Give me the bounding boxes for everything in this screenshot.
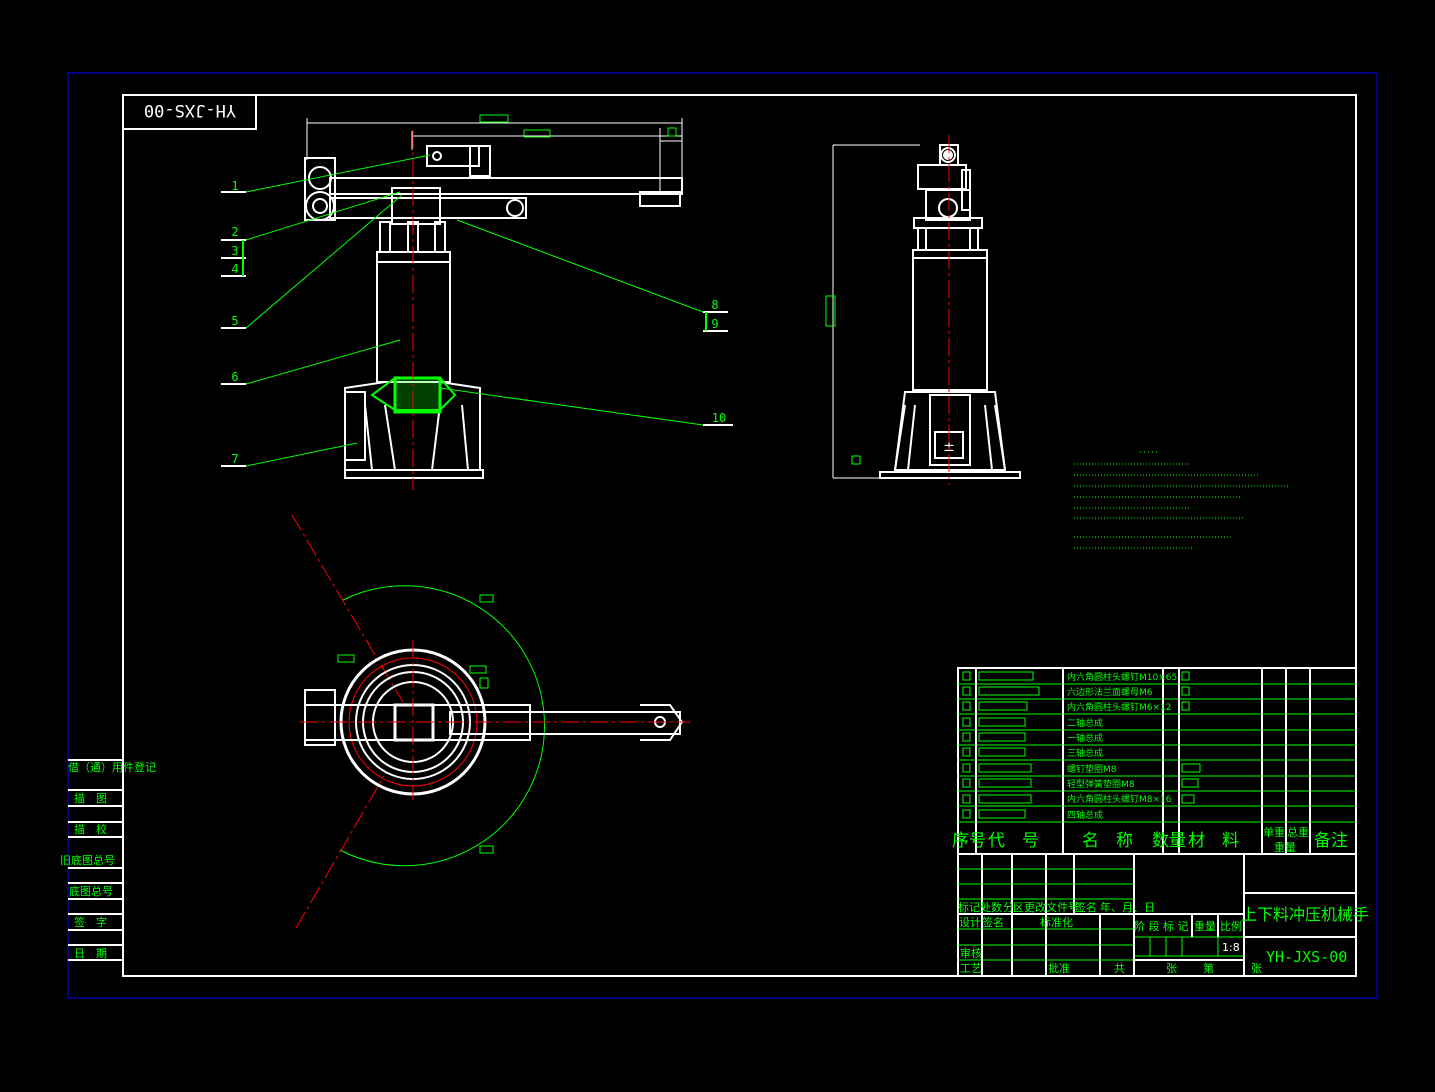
- balloon-8: 8: [711, 298, 718, 312]
- tb-sheet-no: 第: [1203, 961, 1214, 975]
- bom-header-seq: 序号: [952, 831, 986, 851]
- bom-row-2-name: 六边形法兰面螺母M6: [1067, 686, 1153, 698]
- tb-approve: 批准: [1048, 961, 1070, 975]
- tb-sign: 签名: [1075, 900, 1097, 914]
- balloon-numbers: 1 2 3 4 5 6 7 8 9 10: [231, 179, 726, 466]
- bom-header-weight: 重量: [1274, 840, 1296, 854]
- tb-craft: 工艺: [960, 962, 982, 975]
- title-block: 标记 处数 分 区更改文件号 签名 年、月、日 设计 签名 标准化 审核 工艺 …: [957, 853, 1369, 977]
- strip-base-no: 底图总号: [69, 884, 113, 898]
- balloon-7: 7: [231, 452, 238, 466]
- mirrored-drawing-no-box: YH-JXS-00: [122, 94, 257, 130]
- tb-weight: 重量: [1194, 919, 1216, 933]
- strip-signature: 签 字: [74, 915, 107, 929]
- balloon-5: 5: [231, 314, 238, 328]
- top-view: [291, 514, 690, 929]
- inner-border: [122, 94, 1357, 977]
- side-registry-strip: 借（通）用件登记 描 图 描 校 旧底图总号 底图总号 签 字 日 期: [60, 759, 156, 961]
- balloon-9: 9: [711, 317, 718, 331]
- mirrored-drawing-no: YH-JXS-00: [144, 100, 236, 120]
- strip-date: 日 期: [74, 947, 107, 960]
- leader-lines: [245, 154, 704, 467]
- balloon-2: 2: [231, 225, 238, 239]
- tb-count: 处数: [980, 901, 1002, 914]
- bom-header-name: 名 称: [1082, 831, 1133, 851]
- bom-row-1-name: 内六角圆柱头螺钉M10×65: [1067, 671, 1177, 683]
- bom-header-material: 材 料: [1188, 831, 1239, 851]
- tb-design-sig: 签名: [982, 915, 1004, 929]
- tb-standardize: 标准化: [1040, 915, 1073, 929]
- front-view: [304, 114, 683, 490]
- bom-row-8-name: 轻型弹簧垫圈M8: [1067, 778, 1135, 790]
- balloon-3: 3: [231, 244, 238, 258]
- bom-header-unit-weight: 单重: [1263, 825, 1285, 839]
- tb-design: 设计: [959, 916, 981, 929]
- bom-row-4-name: 二轴总成: [1067, 717, 1103, 729]
- bom-row-10-name: 四轴总成: [1067, 809, 1103, 821]
- bom-row-9-name: 内六角圆柱头螺钉M8×16: [1067, 793, 1172, 805]
- tb-date: 年、月、日: [1100, 900, 1155, 914]
- bom-table: 内六角圆柱头螺钉M10×65 六边形法兰面螺母M6 内六角圆柱头螺钉M6×12 …: [952, 667, 1357, 855]
- bom-header-total-weight: 总重: [1287, 825, 1309, 839]
- tb-sheet-suffix: 张: [1251, 962, 1262, 975]
- strip-old-no: 旧底图总号: [60, 853, 115, 867]
- balloon-1: 1: [231, 179, 238, 193]
- balloon-6: 6: [231, 370, 238, 384]
- strip-drawer: 描 图: [74, 791, 107, 805]
- tb-scale-label: 比例: [1220, 919, 1242, 933]
- tb-mark: 标记: [958, 900, 980, 914]
- tb-zone: 分: [1003, 901, 1014, 914]
- bom-header-code: 代 号: [988, 831, 1039, 851]
- tb-sheets: 张: [1166, 962, 1177, 975]
- balloon-10: 10: [712, 411, 726, 425]
- strip-registry: 借（通）用件登记: [68, 760, 156, 774]
- tb-change-doc: 区更改文件号: [1013, 900, 1079, 914]
- drawing-number: YH-JXS-00: [1266, 948, 1347, 966]
- drawing-title: 上下料冲压机械手: [1241, 905, 1369, 924]
- technical-requirements-block: [1074, 451, 1290, 549]
- tb-scale-value: 1:8: [1222, 941, 1240, 954]
- bom-header-qty: 数量: [1152, 831, 1186, 851]
- balloon-4: 4: [231, 262, 238, 276]
- outer-frame: [67, 72, 1378, 999]
- tb-review: 审核: [960, 946, 982, 960]
- tb-stage-mark: 阶 段 标 记: [1134, 919, 1189, 933]
- bom-row-3-name: 内六角圆柱头螺钉M6×12: [1067, 701, 1172, 713]
- bom-row-5-name: 一轴总成: [1067, 732, 1103, 744]
- balloon-bars: [221, 191, 733, 467]
- tb-total: 共: [1114, 962, 1125, 975]
- side-view: ±: [825, 135, 1021, 485]
- strip-proof: 描 校: [74, 822, 107, 836]
- bom-row-7-name: 螺钉垫圈M8: [1067, 763, 1117, 775]
- bom-header-remark: 备注: [1314, 831, 1348, 851]
- bom-row-6-name: 三轴总成: [1067, 747, 1103, 759]
